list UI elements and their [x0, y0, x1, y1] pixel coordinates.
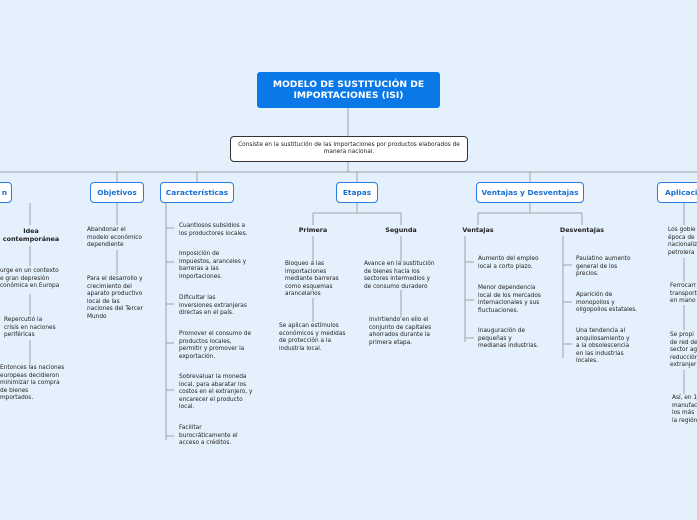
caracteristicas-item[interactable]: Facilitar burocráticamente el acceso a c…	[179, 425, 238, 447]
etapa-primera-title[interactable]: Primera	[298, 226, 328, 234]
caracteristicas-item[interactable]: Imposición de impuestos, aranceles y bar…	[179, 251, 247, 280]
root-node[interactable]: MODELO DE SUSTITUCIÓN DE IMPORTACIONES (…	[257, 72, 440, 108]
caracteristicas-item[interactable]: Sobrevaluar la moneda local, para abarat…	[179, 374, 253, 411]
aplicacion-item[interactable]: Los gobie época de nacionaliz petrolera	[668, 227, 697, 256]
caracteristicas-item[interactable]: Dificultar las inversiones extranjeras d…	[179, 295, 247, 317]
category-origen[interactable]: n	[0, 182, 12, 203]
ventajas-item[interactable]: Menor dependencia local de los mercados …	[478, 285, 541, 314]
category-caracteristicas[interactable]: Características	[160, 182, 234, 203]
origen-idea-title[interactable]: Idea contemporánea	[2, 227, 60, 243]
origen-item[interactable]: Entonces las naciones europeas decidiero…	[0, 365, 65, 402]
ventajas-title[interactable]: Ventajas	[462, 226, 494, 234]
aplicacion-item[interactable]: Se propi de red de sector ag reducción e…	[670, 332, 697, 369]
etapa-primera-item[interactable]: Se aplican estímulos económicos y medida…	[279, 323, 346, 352]
origen-item[interactable]: urge en un contexto e gran depresión con…	[0, 268, 60, 290]
desventajas-item[interactable]: Una tendencia al anquilosamiento y a la …	[576, 328, 630, 365]
category-aplicacion[interactable]: Aplicacio	[657, 182, 697, 203]
origen-item[interactable]: Repercutió la crisis en naciones perifér…	[4, 317, 56, 339]
objetivos-item[interactable]: Abandonar el modelo económico dependient…	[87, 227, 142, 249]
category-objetivos[interactable]: Objetivos	[90, 182, 144, 203]
objetivos-item[interactable]: Para el desarrollo y crecimiento del apa…	[87, 276, 143, 320]
caracteristicas-item[interactable]: Promover el consumo de productos locales…	[179, 331, 252, 360]
ventajas-item[interactable]: Aumento del empleo local a corto plazo.	[478, 256, 539, 270]
etapa-segunda-item[interactable]: Invirtiendo en ello el conjunto de capit…	[369, 317, 432, 346]
category-etapas[interactable]: Etapas	[336, 182, 378, 203]
aplicacion-item[interactable]: Ferrocarr transport en mano	[670, 283, 697, 305]
desventajas-item[interactable]: Aparición de monopolios y oligopolios es…	[576, 292, 638, 314]
ventajas-item[interactable]: Inauguración de pequeñas y medianas indu…	[478, 328, 539, 350]
etapa-segunda-title[interactable]: Segunda	[385, 226, 417, 234]
desventajas-item[interactable]: Paulatino aumento general de los precios…	[576, 256, 631, 278]
caracteristicas-item[interactable]: Cuantiosos subsidios a los productores l…	[179, 223, 248, 237]
definition-node[interactable]: Consiste en la sustitución de las import…	[230, 136, 468, 162]
desventajas-title[interactable]: Desventajas	[559, 226, 605, 234]
etapa-segunda-item[interactable]: Avance en la sustitución de bienes hacia…	[364, 261, 435, 290]
category-ventajas-desventajas[interactable]: Ventajas y Desventajas	[476, 182, 584, 203]
etapa-primera-item[interactable]: Bloqueo a las importaciones mediante bar…	[285, 261, 339, 298]
aplicacion-item[interactable]: Así, en 1 manufac los más la región	[672, 395, 697, 424]
